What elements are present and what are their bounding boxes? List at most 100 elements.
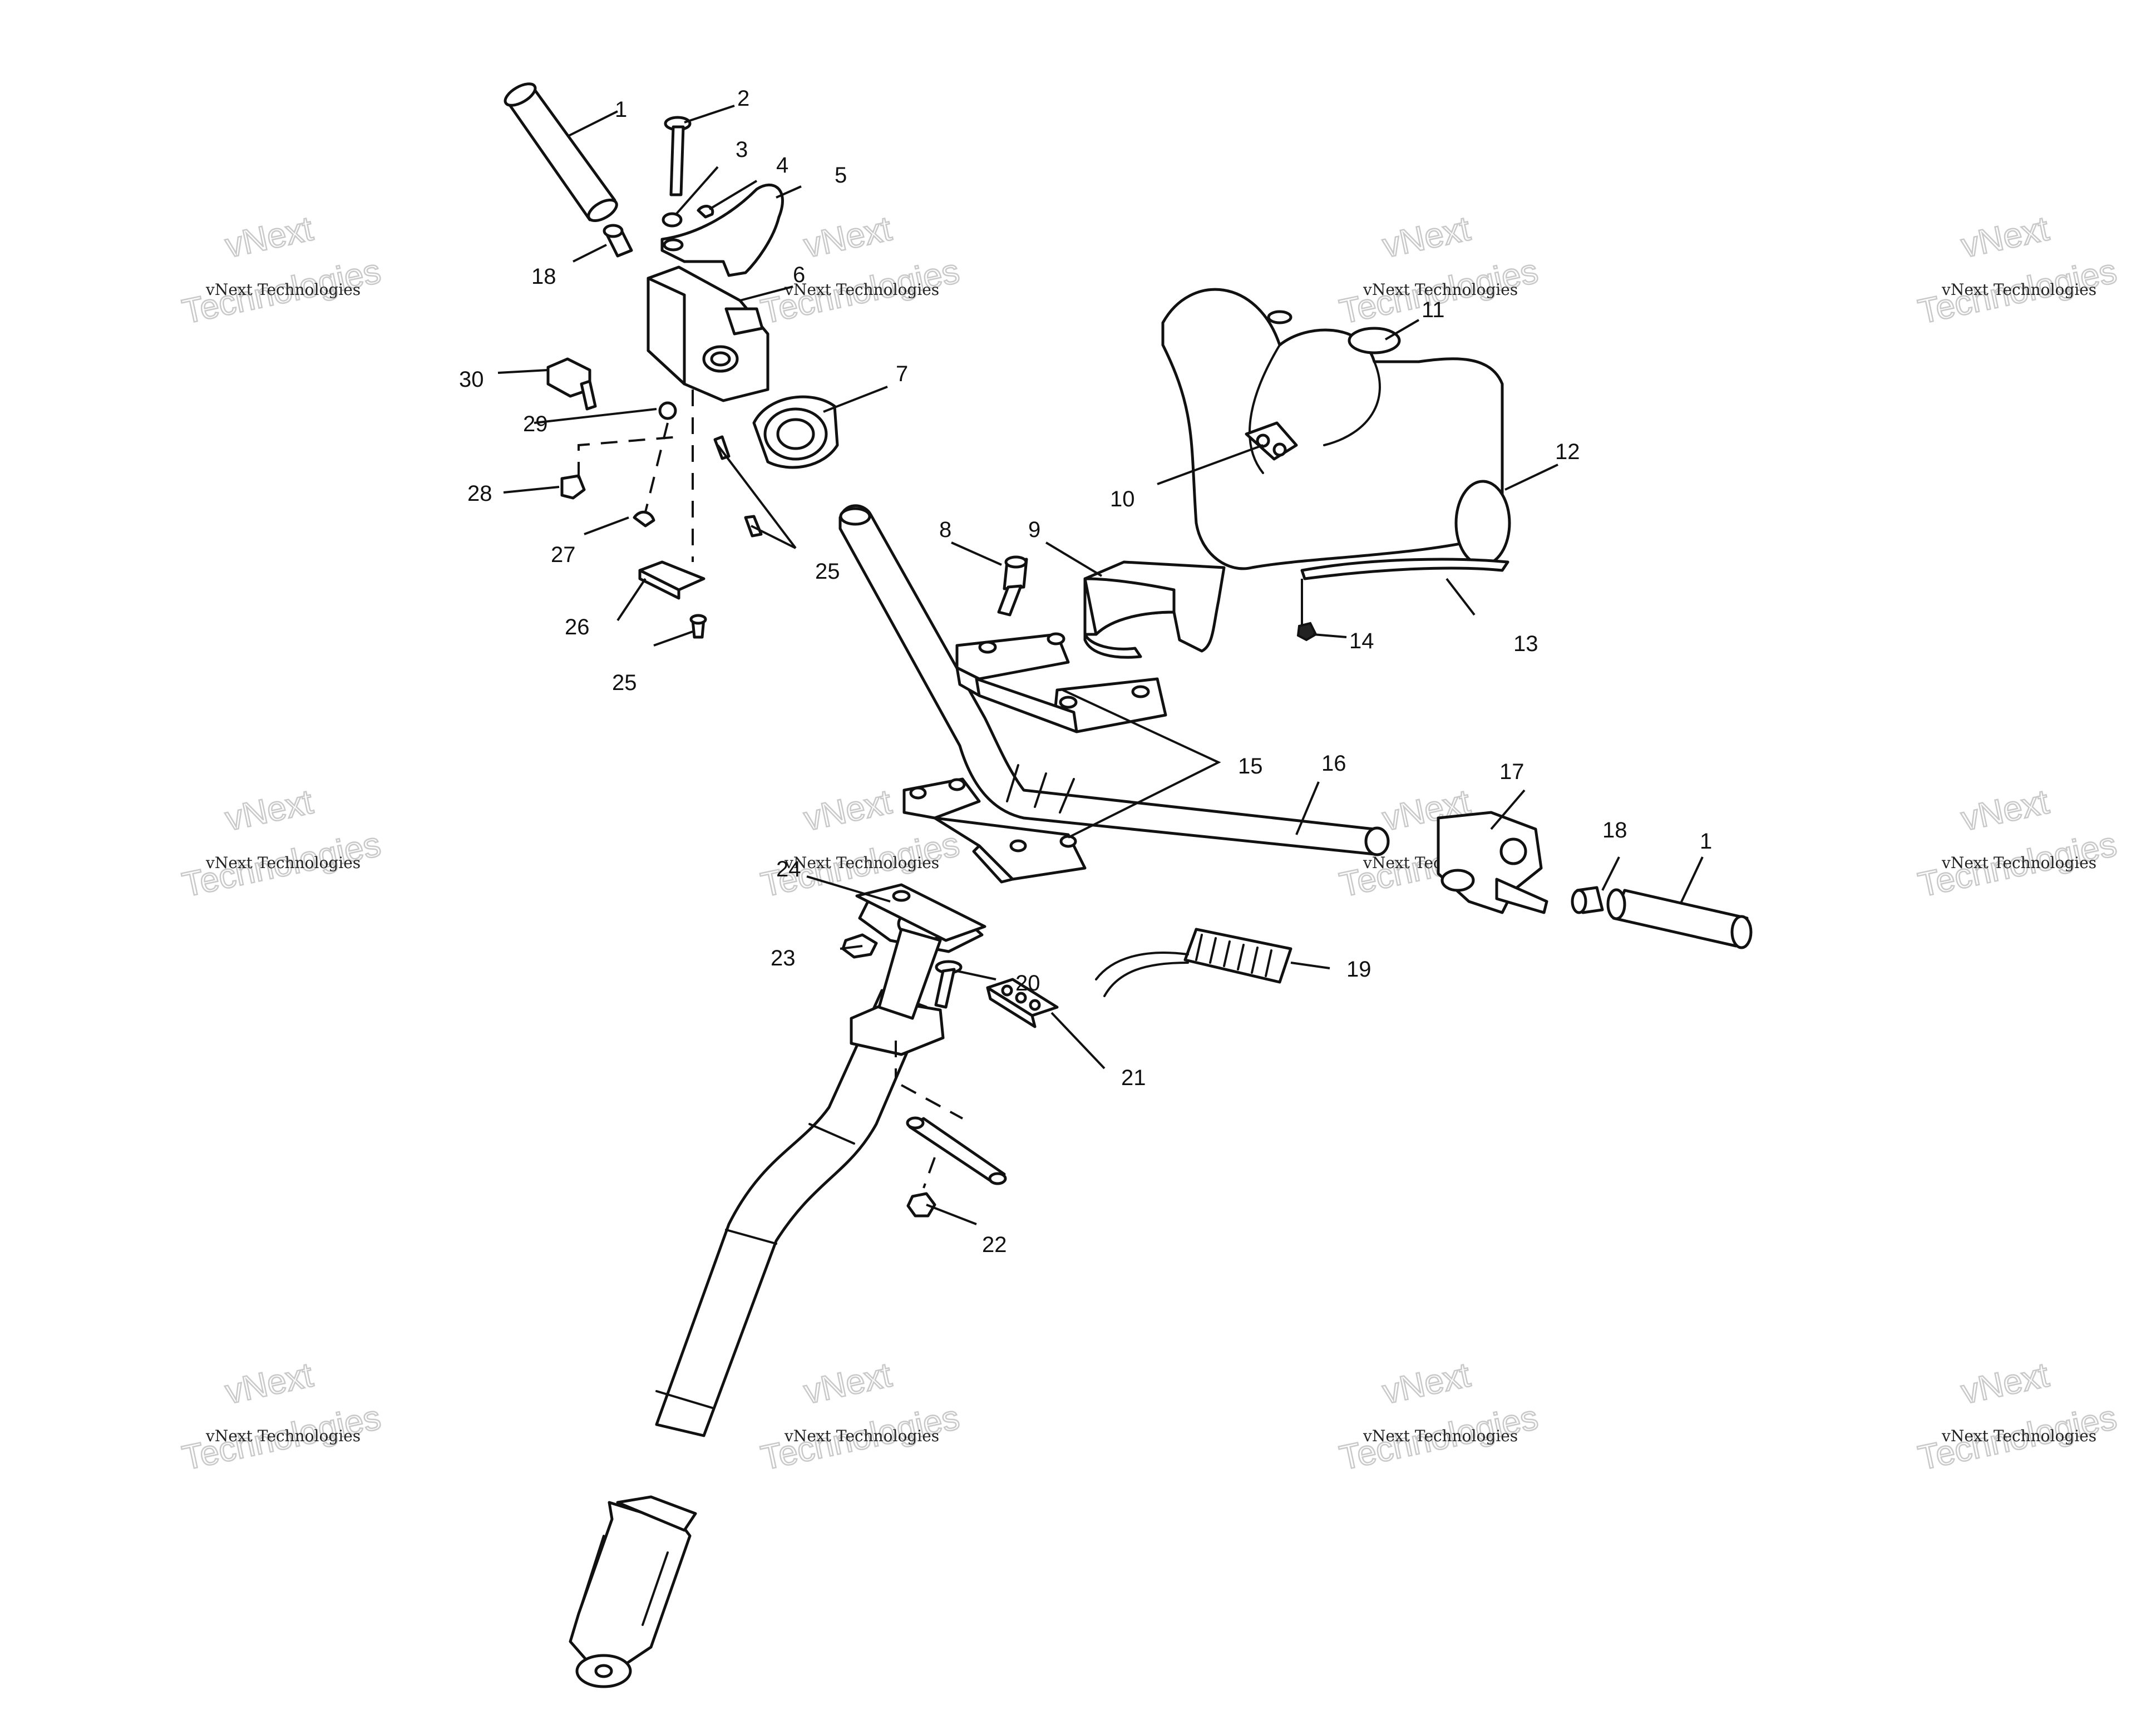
callout-25-upper: 25 (815, 559, 840, 584)
watermark-label: vNext Technologies (1363, 1427, 1518, 1445)
callout-26: 26 (565, 615, 590, 639)
cover-screws (1245, 421, 1298, 461)
callout-7: 7 (896, 362, 908, 386)
callout-1-right: 1 (1700, 829, 1712, 854)
callout-23: 23 (771, 946, 796, 970)
trim-strip (1300, 558, 1509, 580)
nut-28 (560, 474, 586, 500)
callout-13: 13 (1513, 632, 1538, 656)
bolt-8 (997, 555, 1028, 617)
callout-22: 22 (982, 1233, 1007, 1257)
watermark-label: vNext Technologies (784, 280, 939, 299)
watermark-label: vNext Technologies (1941, 1427, 2096, 1445)
watermark-label: vNext Technologies (784, 1427, 939, 1445)
watermark-label: vNext Technologies (205, 854, 361, 872)
callout-18-right: 18 (1602, 818, 1627, 842)
bushing-7 (752, 395, 839, 469)
screws-25 (689, 435, 763, 639)
watermark-brand: vNext (1958, 782, 2052, 838)
instrument-bracket (1083, 560, 1226, 659)
control-housing (647, 265, 769, 402)
callout-5: 5 (835, 163, 847, 188)
leader-lines (497, 105, 1704, 1225)
switch-30 (546, 357, 597, 411)
washer-3 (662, 212, 683, 228)
riser-plate (855, 883, 986, 942)
callout-19: 19 (1346, 957, 1371, 982)
upper-clamps (955, 632, 1167, 733)
callout-16: 16 (1321, 751, 1346, 776)
detent-ball (658, 401, 677, 420)
nut-22 (906, 1192, 936, 1218)
callout-12: 12 (1555, 440, 1580, 464)
watermark-brand: vNext (222, 1356, 316, 1411)
grip-end-plug-left (603, 224, 633, 258)
watermark-label: vNext Technologies (1363, 280, 1518, 299)
pivot-pin (906, 1116, 1007, 1185)
assembly-lines (578, 390, 963, 1189)
callout-10: 10 (1110, 487, 1135, 511)
watermark-brand: vNext (1379, 209, 1473, 265)
callout-18-left: 18 (531, 264, 556, 289)
watermark: vNext Technologies vNext Technologies (1336, 1355, 1542, 1479)
watermark: vNext Technologies vNext Technologies (179, 209, 385, 332)
callout-21: 21 (1121, 1066, 1146, 1090)
throttle-block (1437, 811, 1548, 914)
callout-6: 6 (793, 263, 805, 287)
watermark: vNext Technologies vNext Technologies (1915, 1355, 2121, 1479)
watermark-brand: vNext (1958, 209, 2052, 265)
watermark: vNext Technologies vNext Technologies (1915, 209, 2121, 332)
callout-25-lower: 25 (612, 671, 637, 695)
lower-clamps (902, 777, 1087, 884)
callout-15: 15 (1238, 754, 1263, 778)
watermark-label: vNext Technologies (205, 280, 361, 299)
cover-plate (638, 560, 705, 600)
heater-element (1095, 928, 1292, 997)
grip-end-plug-right (1571, 886, 1604, 914)
brake-lever (660, 183, 784, 277)
watermark: vNext Technologies vNext Technologies (179, 1355, 385, 1479)
steering-post (569, 889, 984, 1688)
callout-9: 9 (1028, 518, 1040, 542)
watermark-brand: vNext (801, 782, 895, 838)
watermark: vNext Technologies vNext Technologies (757, 209, 964, 332)
cable-holder (986, 978, 1059, 1028)
watermark-brand: vNext (1958, 1356, 2052, 1411)
callout-labels: 1 2 3 4 5 6 7 8 9 10 11 12 13 14 15 16 1… (459, 86, 1712, 1257)
watermark-brand: vNext (801, 209, 895, 265)
callout-8: 8 (939, 518, 951, 542)
watermark-label: vNext Technologies (1941, 280, 2096, 299)
callout-17: 17 (1499, 760, 1525, 784)
callout-11: 11 (1422, 298, 1445, 322)
clip-27 (633, 511, 655, 528)
callout-3: 3 (736, 137, 748, 162)
pin-2 (664, 116, 692, 196)
watermark-label: vNext Technologies (784, 854, 939, 872)
callout-24: 24 (776, 857, 801, 881)
callout-20: 20 (1015, 971, 1040, 996)
watermark-brand: vNext (222, 782, 316, 838)
watermark-brand: vNext (801, 1356, 895, 1411)
callout-29: 29 (523, 412, 548, 436)
right-grip (1606, 888, 1753, 949)
watermark: vNext Technologies vNext Technologies (757, 1355, 964, 1479)
callout-4: 4 (776, 153, 788, 178)
pad-insert (1348, 327, 1401, 354)
callout-30: 30 (459, 367, 484, 392)
left-grip (504, 82, 618, 223)
nut-14 (1296, 622, 1318, 642)
watermark: vNext Technologies vNext Technologies (1915, 782, 2121, 905)
watermark-label: vNext Technologies (205, 1427, 361, 1445)
watermark: vNext Technologies vNext Technologies (179, 782, 385, 905)
callout-14: 14 (1349, 629, 1374, 653)
screw-20 (934, 960, 963, 1009)
watermark-label: vNext Technologies (1941, 854, 2096, 872)
handlebar-pad-cover (1161, 288, 1511, 570)
watermark-brand: vNext (1379, 1356, 1473, 1411)
handlebar (838, 504, 1390, 856)
callout-28: 28 (467, 481, 492, 506)
watermark-group: vNext Technologies vNext Technologies vN… (179, 209, 2121, 1479)
callout-2: 2 (737, 86, 749, 111)
callout-1-left: 1 (615, 97, 627, 122)
